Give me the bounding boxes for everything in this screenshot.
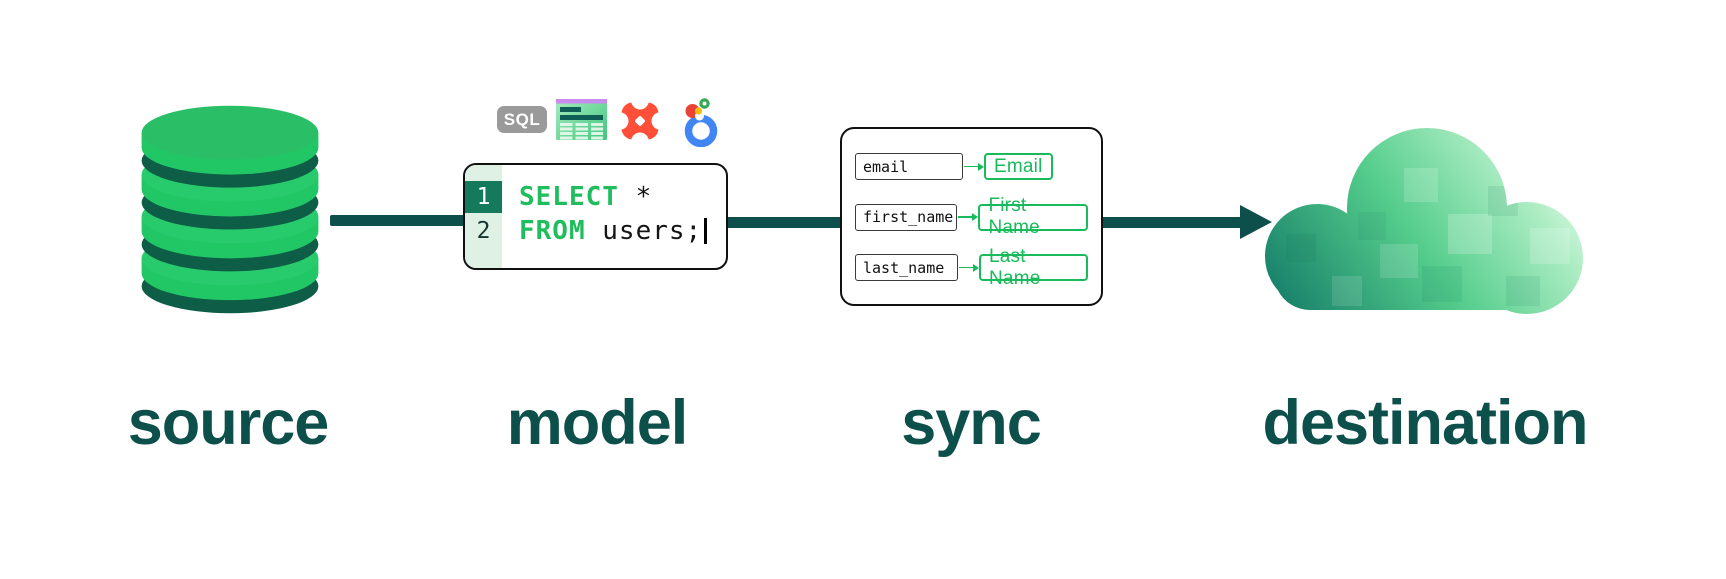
code-line-2: FROM users;: [519, 215, 707, 247]
label-sync: sync: [901, 388, 1042, 458]
field-mapping-box: email Email first_name First Name last_n…: [840, 127, 1103, 306]
sql-badge-icon: SQL: [497, 106, 547, 133]
destination-field: Email: [984, 153, 1053, 180]
database-icon: [141, 105, 319, 314]
mapping-row-email: email Email: [855, 153, 1088, 180]
model-to-sync-arrow: [726, 217, 842, 228]
label-source: source: [127, 388, 330, 458]
line-number-1: 1: [465, 181, 502, 213]
source-to-model-arrow: [330, 215, 465, 226]
line-number-2: 2: [476, 218, 491, 244]
sql-code-text: users;: [585, 216, 703, 246]
code-line-1: SELECT *: [519, 181, 652, 213]
label-destination: destination: [1262, 388, 1588, 458]
arrowhead-icon: [1240, 205, 1272, 239]
sql-keyword: FROM: [519, 216, 586, 246]
sql-keyword: SELECT: [519, 182, 619, 212]
text-cursor: [704, 218, 707, 244]
sql-code-text: *: [618, 182, 653, 212]
spreadsheet-icon: [556, 99, 607, 140]
source-field: last_name: [855, 254, 959, 281]
destination-field: First Name: [978, 195, 1088, 238]
sync-to-destination-arrow: [1100, 217, 1248, 228]
mapping-arrow-icon: [958, 263, 980, 273]
source-field: email: [855, 153, 963, 180]
looker-icon: [684, 98, 718, 147]
mapping-row-last-name: last_name Last Name: [855, 246, 1088, 289]
sql-code-block: 1 2 SELECT * FROM users;: [463, 163, 728, 270]
source-field: first_name: [855, 203, 958, 231]
destination-field: Last Name: [979, 246, 1088, 289]
dbt-icon: [615, 98, 665, 144]
mapping-row-first-name: first_name First Name: [855, 195, 1088, 238]
cloud-icon: [1265, 128, 1583, 314]
mapping-arrow-icon: [957, 212, 979, 222]
label-model: model: [506, 388, 689, 458]
mapping-arrow-icon: [963, 162, 984, 172]
